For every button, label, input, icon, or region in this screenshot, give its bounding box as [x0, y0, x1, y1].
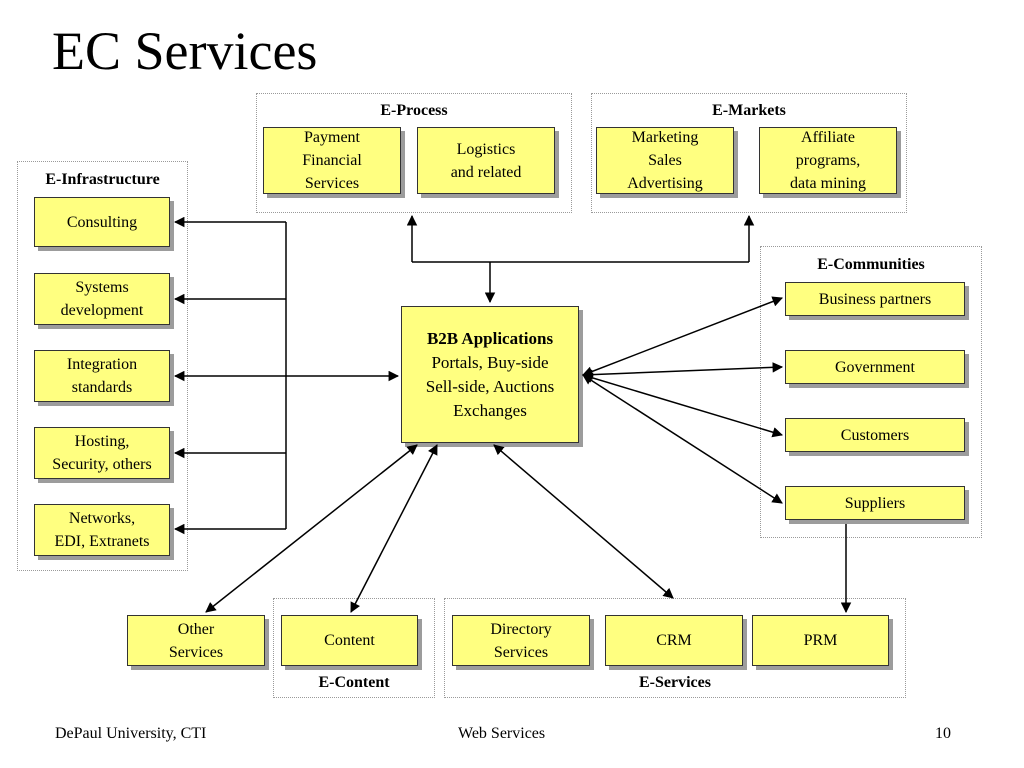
e-infrastructure-group	[17, 161, 188, 571]
e-infrastructure-label: E-Infrastructure	[45, 171, 160, 188]
e-content-label: E-Content	[318, 674, 390, 691]
consulting-box: Consulting	[34, 197, 170, 247]
e-process-label: E-Process	[380, 102, 448, 119]
box-line: Integration	[66, 356, 138, 373]
box-line: Security, others	[52, 456, 152, 473]
box-line: Directory	[490, 620, 552, 638]
other-services-box: Other Services	[127, 615, 265, 666]
box-line: Services	[493, 643, 549, 661]
box-line: Marketing	[631, 129, 699, 146]
affiliate-programs-box: Affiliate programs, data mining	[759, 127, 897, 194]
box-line: Sales	[648, 152, 682, 169]
box-line: Services	[304, 175, 360, 192]
arrow-customers	[581, 372, 784, 438]
e-services-label: E-Services	[639, 674, 711, 691]
box-line: development	[60, 302, 144, 319]
box-line: Logistics	[456, 140, 516, 158]
box-line: Portals, Buy-side	[431, 352, 549, 372]
customers-box: Customers	[785, 418, 965, 452]
box-line: PRM	[803, 632, 838, 649]
directory-services-box: Directory Services	[452, 615, 590, 666]
networks-edi-box: Networks, EDI, Extranets	[34, 504, 170, 556]
box-line: Consulting	[66, 213, 138, 231]
box-line: Content	[324, 632, 375, 649]
box-line: EDI, Extranets	[54, 533, 150, 550]
arrow-directory	[493, 444, 674, 599]
e-communities-label: E-Communities	[817, 256, 925, 273]
box-line: Other	[177, 620, 215, 638]
e-services-group	[444, 598, 906, 698]
e-markets-group	[591, 93, 907, 213]
box-line: data mining	[790, 175, 866, 192]
e-markets-label: E-Markets	[712, 102, 786, 119]
integration-standards-box: Integration standards	[34, 350, 170, 402]
box-line: standards	[71, 379, 133, 396]
arrow-business-partners	[582, 296, 783, 377]
box-line: Suppliers	[844, 494, 906, 512]
box-line: Customers	[840, 426, 910, 444]
arrow-content	[350, 444, 438, 613]
b2b-applications-box: B2B Applications Portals, Buy-side Sell-…	[401, 306, 579, 443]
crm-box: CRM	[605, 615, 743, 666]
box-line: Business partners	[818, 290, 932, 308]
box-line: Government	[835, 358, 915, 376]
logistics-box: Logistics and related	[417, 127, 555, 194]
page-number: 10	[935, 725, 951, 742]
government-box: Government	[785, 350, 965, 384]
box-line: and related	[450, 163, 522, 181]
prm-box: PRM	[752, 615, 889, 666]
box-line: Exchanges	[453, 400, 527, 420]
box-line: Financial	[302, 152, 362, 169]
suppliers-box: Suppliers	[785, 486, 965, 520]
b2b-title: B2B Applications	[426, 328, 554, 348]
box-line: Services	[168, 643, 224, 661]
arrow-government	[581, 362, 784, 380]
e-process-group	[256, 93, 572, 213]
footer-left: DePaul University, CTI	[55, 725, 207, 742]
box-line: Advertising	[627, 175, 703, 192]
box-line: Affiliate	[801, 129, 855, 146]
footer-center: Web Services	[458, 725, 546, 742]
hosting-security-box: Hosting, Security, others	[34, 427, 170, 479]
arrow-suppliers	[582, 374, 783, 504]
box-line: Hosting,	[74, 433, 130, 450]
box-line: CRM	[656, 632, 692, 649]
box-line: Networks,	[68, 510, 136, 527]
box-line: Systems	[75, 279, 129, 296]
box-line: Payment	[304, 129, 360, 146]
box-line: Sell-side, Auctions	[425, 376, 555, 396]
business-partners-box: Business partners	[785, 282, 965, 316]
payment-financial-services-box: Payment Financial Services	[263, 127, 401, 194]
box-line: programs,	[795, 152, 861, 169]
systems-development-box: Systems development	[34, 273, 170, 325]
page-title: EC Services	[52, 21, 318, 81]
content-box: Content	[281, 615, 418, 666]
marketing-sales-advertising-box: Marketing Sales Advertising	[596, 127, 734, 194]
